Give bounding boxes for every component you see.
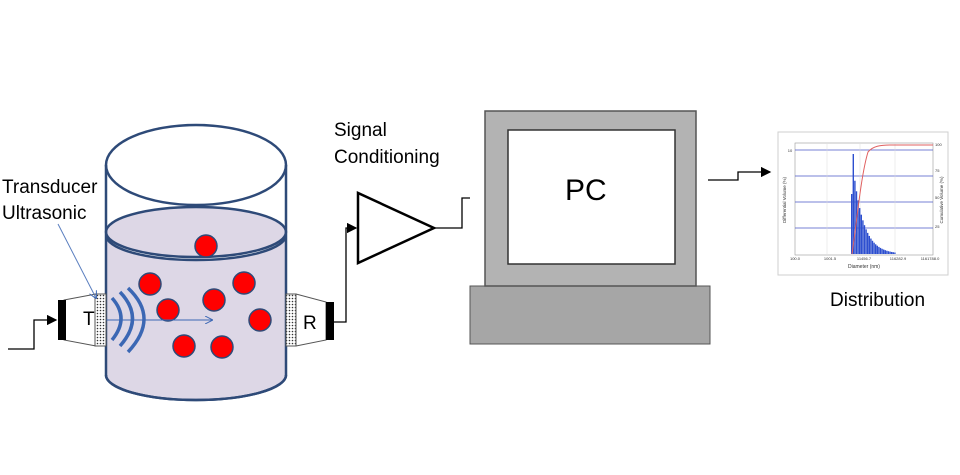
particle [232, 271, 256, 295]
particle [194, 234, 218, 258]
histogram-bar [889, 251, 891, 254]
distribution-label: Distribution [830, 290, 926, 311]
histogram-bar [876, 245, 878, 254]
pc-to-distribution-line [708, 166, 772, 181]
pc-label: PC [565, 174, 607, 207]
particle [202, 288, 226, 312]
histogram-bar [863, 225, 866, 254]
histogram-bar [851, 194, 853, 254]
thumbnail-yticks: 100 75 50 25 [935, 142, 942, 229]
thumbnail-ytick-left: 10 [788, 148, 793, 153]
amplifier-triangle [356, 191, 437, 265]
pc [469, 110, 711, 345]
histogram-bar [860, 214, 862, 254]
histogram-bar [884, 250, 886, 254]
histogram-bar [892, 252, 894, 254]
histogram-bar [870, 238, 872, 254]
transmitter-t-label: T [83, 309, 95, 330]
particle [172, 334, 196, 358]
thumbnail-plot-area [794, 142, 934, 256]
distribution-thumbnail: Differential Volume (%) Cumulative Volum… [777, 131, 949, 276]
thumbnail-xtick: 100.0 [790, 256, 801, 261]
histogram-bar [881, 248, 883, 254]
histogram-bar [867, 232, 869, 254]
particle [210, 335, 234, 359]
vessel-rim [104, 123, 288, 207]
histogram-bar [852, 154, 854, 254]
thumbnail-xtick: 11456.7 [857, 256, 872, 261]
histogram-bar [862, 220, 864, 254]
histogram-bar [875, 244, 877, 254]
particle [156, 298, 180, 322]
histogram-bar [854, 180, 856, 254]
transducer-label: Transducer [2, 177, 98, 198]
receiver-to-amp-line [334, 222, 358, 323]
ultrasonic-waves [110, 286, 146, 354]
label-pointer [57, 223, 96, 298]
histogram-bar [857, 200, 859, 254]
transducer-plug [58, 300, 66, 340]
receiver-r-label: R [303, 313, 317, 334]
thumbnail-xticks: 100.0 1001.5 11456.7 116282.9 1161788.0 [790, 256, 940, 261]
thumbnail-ytick: 100 [935, 142, 942, 147]
conditioning-label: Conditioning [334, 147, 440, 168]
histogram-bar [879, 247, 882, 254]
histogram-bar [887, 251, 890, 254]
histogram-bar [865, 229, 867, 254]
histogram-bar [873, 242, 875, 254]
thumbnail-xtick: 116282.9 [890, 256, 907, 261]
input-signal-line [8, 314, 58, 350]
histogram-bar [891, 251, 893, 254]
wave-arc [126, 286, 146, 354]
wave-arc [110, 296, 123, 342]
thumbnail-xlabel: Diameter (nm) [848, 264, 880, 270]
thumbnail-ytick: 75 [935, 168, 940, 173]
amp-to-pc-line [434, 197, 470, 229]
receiver-plug [326, 302, 334, 340]
transducer-element [94, 293, 107, 347]
thumbnail-xtick: 1161788.0 [921, 256, 940, 261]
pc-base [469, 285, 711, 345]
histogram-bar [859, 208, 861, 254]
receiver-transducer [285, 293, 334, 347]
ultrasonic-label: Ultrasonic [2, 203, 87, 224]
histogram-bar [886, 250, 888, 254]
vessel [104, 123, 288, 402]
thumbnail-ylabel-left: Differential Volume (%) [782, 177, 787, 223]
thumbnail-cumulative-curve [851, 144, 933, 255]
signal-label: Signal [334, 120, 387, 141]
thumbnail-ylabel-right: Cumulative Volume (%) [939, 176, 944, 224]
histogram-bar [871, 240, 874, 254]
thumbnail-xtick: 1001.5 [824, 256, 837, 261]
thumbnail-ytick: 50 [935, 195, 940, 200]
particle [138, 272, 162, 296]
histogram-bar [868, 235, 870, 254]
histogram-bar [878, 246, 880, 254]
particles [138, 234, 272, 359]
thumbnail-ytick: 25 [935, 224, 940, 229]
histogram-bar [883, 249, 885, 254]
transmitter-transducer [58, 293, 107, 347]
receiver-element [285, 293, 297, 347]
particle [248, 308, 272, 332]
wave-arc [118, 290, 135, 348]
histogram-bar [894, 252, 896, 254]
pc-screen [507, 129, 676, 265]
